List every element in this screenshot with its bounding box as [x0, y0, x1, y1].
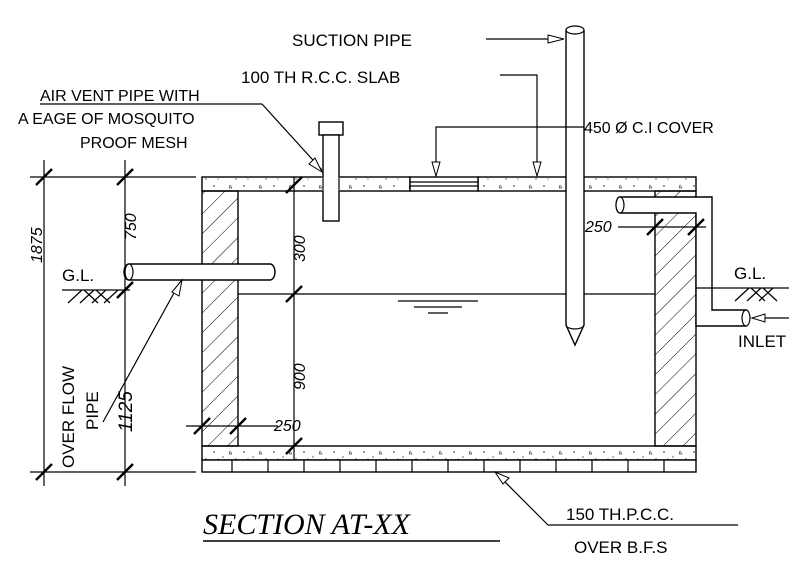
- pcc-label-line1: 150 TH.P.C.C.: [566, 505, 674, 524]
- water-level: [238, 293, 655, 314]
- air-vent-label-line3: PROOF MESH: [80, 135, 188, 152]
- dim-1875: 1875: [29, 160, 196, 486]
- overflow-pipe: [123, 263, 276, 281]
- air-vent-pipe: [318, 121, 344, 222]
- rcc-slab-leader: [500, 74, 542, 178]
- gl-right-label: G.L.: [734, 264, 766, 283]
- pcc-leader: [493, 470, 738, 526]
- dim-300-900: 300 900: [285, 176, 309, 460]
- air-vent-label-line2: A EAGE OF MOSQUITO: [18, 111, 195, 128]
- suction-pipe-label: SUCTION PIPE: [292, 31, 412, 50]
- inlet-label: INLET: [738, 332, 786, 351]
- overflow-leader: [102, 278, 183, 423]
- dim-750: 750: [116, 160, 140, 486]
- ci-cover-leader: [431, 126, 584, 178]
- dim-250-right: 250: [584, 218, 706, 236]
- ground-level-left: G.L.: [62, 266, 130, 304]
- ci-cover: [409, 176, 479, 192]
- bottom-slab: [201, 445, 697, 461]
- dim-1875-text: 1875: [29, 227, 46, 263]
- overflow-label-line1: OVER FLOW: [59, 366, 78, 468]
- ci-cover-label: 450 Ø C.I COVER: [584, 120, 714, 137]
- right-wall: [654, 190, 697, 447]
- inlet-pipe: [615, 196, 751, 327]
- suction-pipe-leader: [486, 34, 565, 44]
- rcc-slab-label: 100 TH R.C.C. SLAB: [241, 68, 400, 87]
- dim-750-text: 750: [123, 213, 140, 240]
- dim-900-text: 900: [292, 363, 309, 390]
- pcc-label-line2: OVER B.F.S: [574, 538, 668, 557]
- ground-level-right: G.L.: [696, 264, 789, 302]
- air-vent-leader: [40, 103, 324, 174]
- dim-250-left-text: 250: [273, 418, 301, 435]
- dim-1125-text: 1125: [116, 391, 137, 432]
- overflow-label-line2: PIPE: [83, 391, 102, 430]
- pcc-bed: [201, 459, 697, 473]
- suction-pipe: [565, 25, 585, 347]
- dim-300-text: 300: [292, 235, 309, 262]
- rcc-top-slab: [201, 176, 697, 192]
- air-vent-label-line1: AIR VENT PIPE WITH: [40, 88, 200, 105]
- gl-left-label: G.L.: [62, 266, 94, 285]
- inlet-arrow: [750, 313, 789, 323]
- left-wall: [201, 190, 239, 447]
- dim-250-right-text: 250: [584, 219, 612, 236]
- dim-250-left: 250: [186, 417, 301, 435]
- section-title: SECTION AT-XX: [203, 508, 412, 541]
